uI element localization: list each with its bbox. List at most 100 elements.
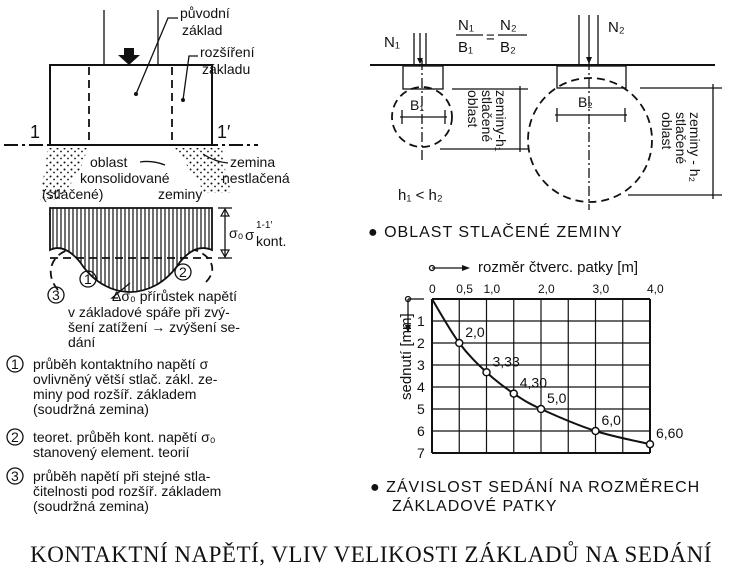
svg-text:B₂: B₂ — [500, 39, 516, 56]
svg-text:ovlivněný větší stlač. zákl. z: ovlivněný větší stlač. zákl. ze- — [33, 371, 218, 387]
soil-zone-label: konsolidované — [80, 170, 170, 186]
svg-text:oblast: oblast — [465, 90, 481, 127]
x-tick-label: 3,0 — [593, 282, 610, 296]
svg-text:N₁: N₁ — [458, 17, 474, 34]
data-label: 4,30 — [520, 375, 547, 391]
compressed-soil-zone — [40, 148, 88, 200]
svg-text:stlačené: stlačené — [479, 90, 495, 142]
x-tick-label: 2,0 — [538, 282, 555, 296]
y-axis-arrow-icon — [405, 325, 411, 333]
soil-zone-label: oblast — [90, 154, 127, 170]
compressed-zone-circle-2 — [527, 77, 653, 203]
section-label-right: 1′ — [217, 122, 231, 142]
svg-text:průběh napětí při stejné stla-: průběh napětí při stejné stla- — [33, 468, 211, 484]
label-original-footing: základ — [182, 22, 222, 38]
y-tick-label: 7 — [417, 445, 425, 461]
foundation-block — [49, 64, 213, 146]
increment-note: Δσ₀ přírůstek napětí — [112, 288, 237, 304]
page-title: KONTAKTNÍ NAPĚTÍ, VLIV VELIKOSTI ZÁKLADŮ… — [30, 541, 712, 567]
marker-1: 1 — [79, 270, 97, 288]
y-tick-label: 3 — [417, 357, 425, 373]
x-tick-label: 0,5 — [456, 282, 473, 296]
data-point — [645, 439, 655, 449]
x-axis-label: rozměr čtverc. patky [m] — [478, 259, 638, 276]
increment-note: v základové spáře při zvý- — [68, 304, 230, 320]
footing-1 — [402, 65, 444, 90]
load-arrow-icon — [118, 48, 140, 65]
svg-text:(soudržná zemina): (soudržná zemina) — [33, 498, 149, 514]
sigma-kont-sup: 1-1′ — [256, 220, 272, 231]
uncompressed-soil-label: nestlačená — [222, 170, 290, 186]
svg-text:zeminy - h₂: zeminy - h₂ — [687, 112, 703, 182]
svg-text:2: 2 — [11, 429, 19, 445]
soil-zone-label: zeminy — [158, 186, 202, 202]
svg-text:3: 3 — [52, 287, 60, 303]
increment-note: šení zatížení → zvýšení se- — [68, 319, 240, 335]
svg-text:průběh kontaktního napětí σ: průběh kontaktního napětí σ — [33, 356, 209, 372]
y-tick-label: 6 — [417, 423, 425, 439]
b2-label: B₂ — [578, 94, 593, 110]
x-tick-label: 4,0 — [647, 282, 664, 296]
sigma-kont-label: σ — [245, 227, 255, 244]
zone-h2-label: oblast stlačené zeminy - h₂ — [659, 112, 703, 182]
legend-item-1: 1 průběh kontaktního napětí σ ovlivněný … — [6, 355, 218, 417]
formula: N₁ B₁ = N₂ B₂ — [456, 17, 527, 56]
sigma0-label: σ₀ — [229, 225, 244, 241]
section-label-left: 1 — [30, 122, 40, 142]
data-label: 6,60 — [656, 425, 683, 441]
svg-text:stanovený element. teorií: stanovený element. teorií — [33, 444, 190, 460]
svg-text:oblast: oblast — [659, 112, 675, 149]
y-tick-label: 5 — [417, 401, 425, 417]
chart-caption: ● ZÁVISLOST SEDÁNÍ NA ROZMĚRECH — [370, 477, 700, 496]
svg-text:zeminy-h₁: zeminy-h₁ — [493, 90, 509, 152]
load-n2-label: N₂ — [608, 19, 625, 36]
soil-zone-label: (stlačené) — [42, 186, 103, 202]
foundation-figure: původní základ rozšíření základu 1 1′ ob… — [4, 5, 290, 514]
footing-2 — [556, 65, 627, 89]
compressed-zone-circle-1 — [391, 86, 453, 148]
x-tick-label: 1,0 — [484, 282, 501, 296]
svg-text:(soudržná zemina): (soudržná zemina) — [33, 401, 149, 417]
marker-2: 2 — [174, 263, 192, 281]
data-point — [509, 389, 518, 398]
legend-item-3: 3 průběh napětí při stejné stla- čitelno… — [6, 467, 221, 514]
data-point — [536, 404, 546, 414]
label-footing-extension: základu — [202, 61, 250, 77]
label-original-footing: původní — [180, 5, 230, 21]
y-tick-label: 4 — [417, 379, 425, 395]
data-point — [482, 368, 491, 377]
svg-text:stlačené: stlačené — [673, 112, 689, 164]
sigma-kont-sub: kont. — [256, 233, 286, 249]
svg-text:čitelnosti pod rozšíř. základe: čitelnosti pod rozšíř. základem — [33, 483, 221, 499]
b1-label: B₁ — [410, 97, 424, 113]
compressed-zone-caption: ● OBLAST STLAČENÉ ZEMINY — [368, 222, 623, 241]
contact-stress-diagram — [49, 207, 213, 293]
x-axis-arrow-icon — [462, 265, 470, 271]
increment-note: dání — [68, 334, 95, 350]
data-label: 3,33 — [493, 353, 520, 369]
settlement-chart: rozměr čtverc. patky [m] sednutí [mm] 0 0… — [370, 259, 700, 515]
data-label: 5,0 — [547, 390, 567, 406]
svg-text:miny pod rozšíř. základem: miny pod rozšíř. základem — [33, 386, 196, 402]
stress-curve-3 — [49, 249, 69, 291]
chart-caption: ZÁKLADOVÉ PATKY — [392, 496, 558, 515]
svg-text:3: 3 — [11, 468, 19, 484]
x-tick-label: 0 — [429, 282, 436, 296]
svg-text:=: = — [486, 29, 495, 46]
stress-curve-3 — [194, 249, 214, 283]
legend-item-2: 2 teoret. průběh kont. napětí σ₀ stanove… — [6, 428, 216, 460]
h-relation: h₁ < h₂ — [398, 187, 443, 204]
data-label: 6,0 — [602, 412, 622, 428]
y-tick-label: 1 — [417, 313, 425, 329]
zone-h1-label: oblast stlačené zeminy-h₁ — [465, 90, 509, 152]
svg-text:N₂: N₂ — [500, 17, 517, 34]
svg-text:1: 1 — [11, 356, 19, 372]
y-axis-label: sednutí [mm] — [398, 313, 415, 400]
svg-text:teoret. průběh kont. napětí σ₀: teoret. průběh kont. napětí σ₀ — [33, 429, 216, 445]
load-n1-label: N₁ — [384, 34, 400, 51]
data-label: 2,0 — [465, 324, 485, 340]
svg-text:2: 2 — [179, 264, 187, 280]
data-point — [591, 426, 600, 436]
svg-text:B₁: B₁ — [458, 39, 473, 56]
marker-3: 3 — [47, 286, 65, 304]
